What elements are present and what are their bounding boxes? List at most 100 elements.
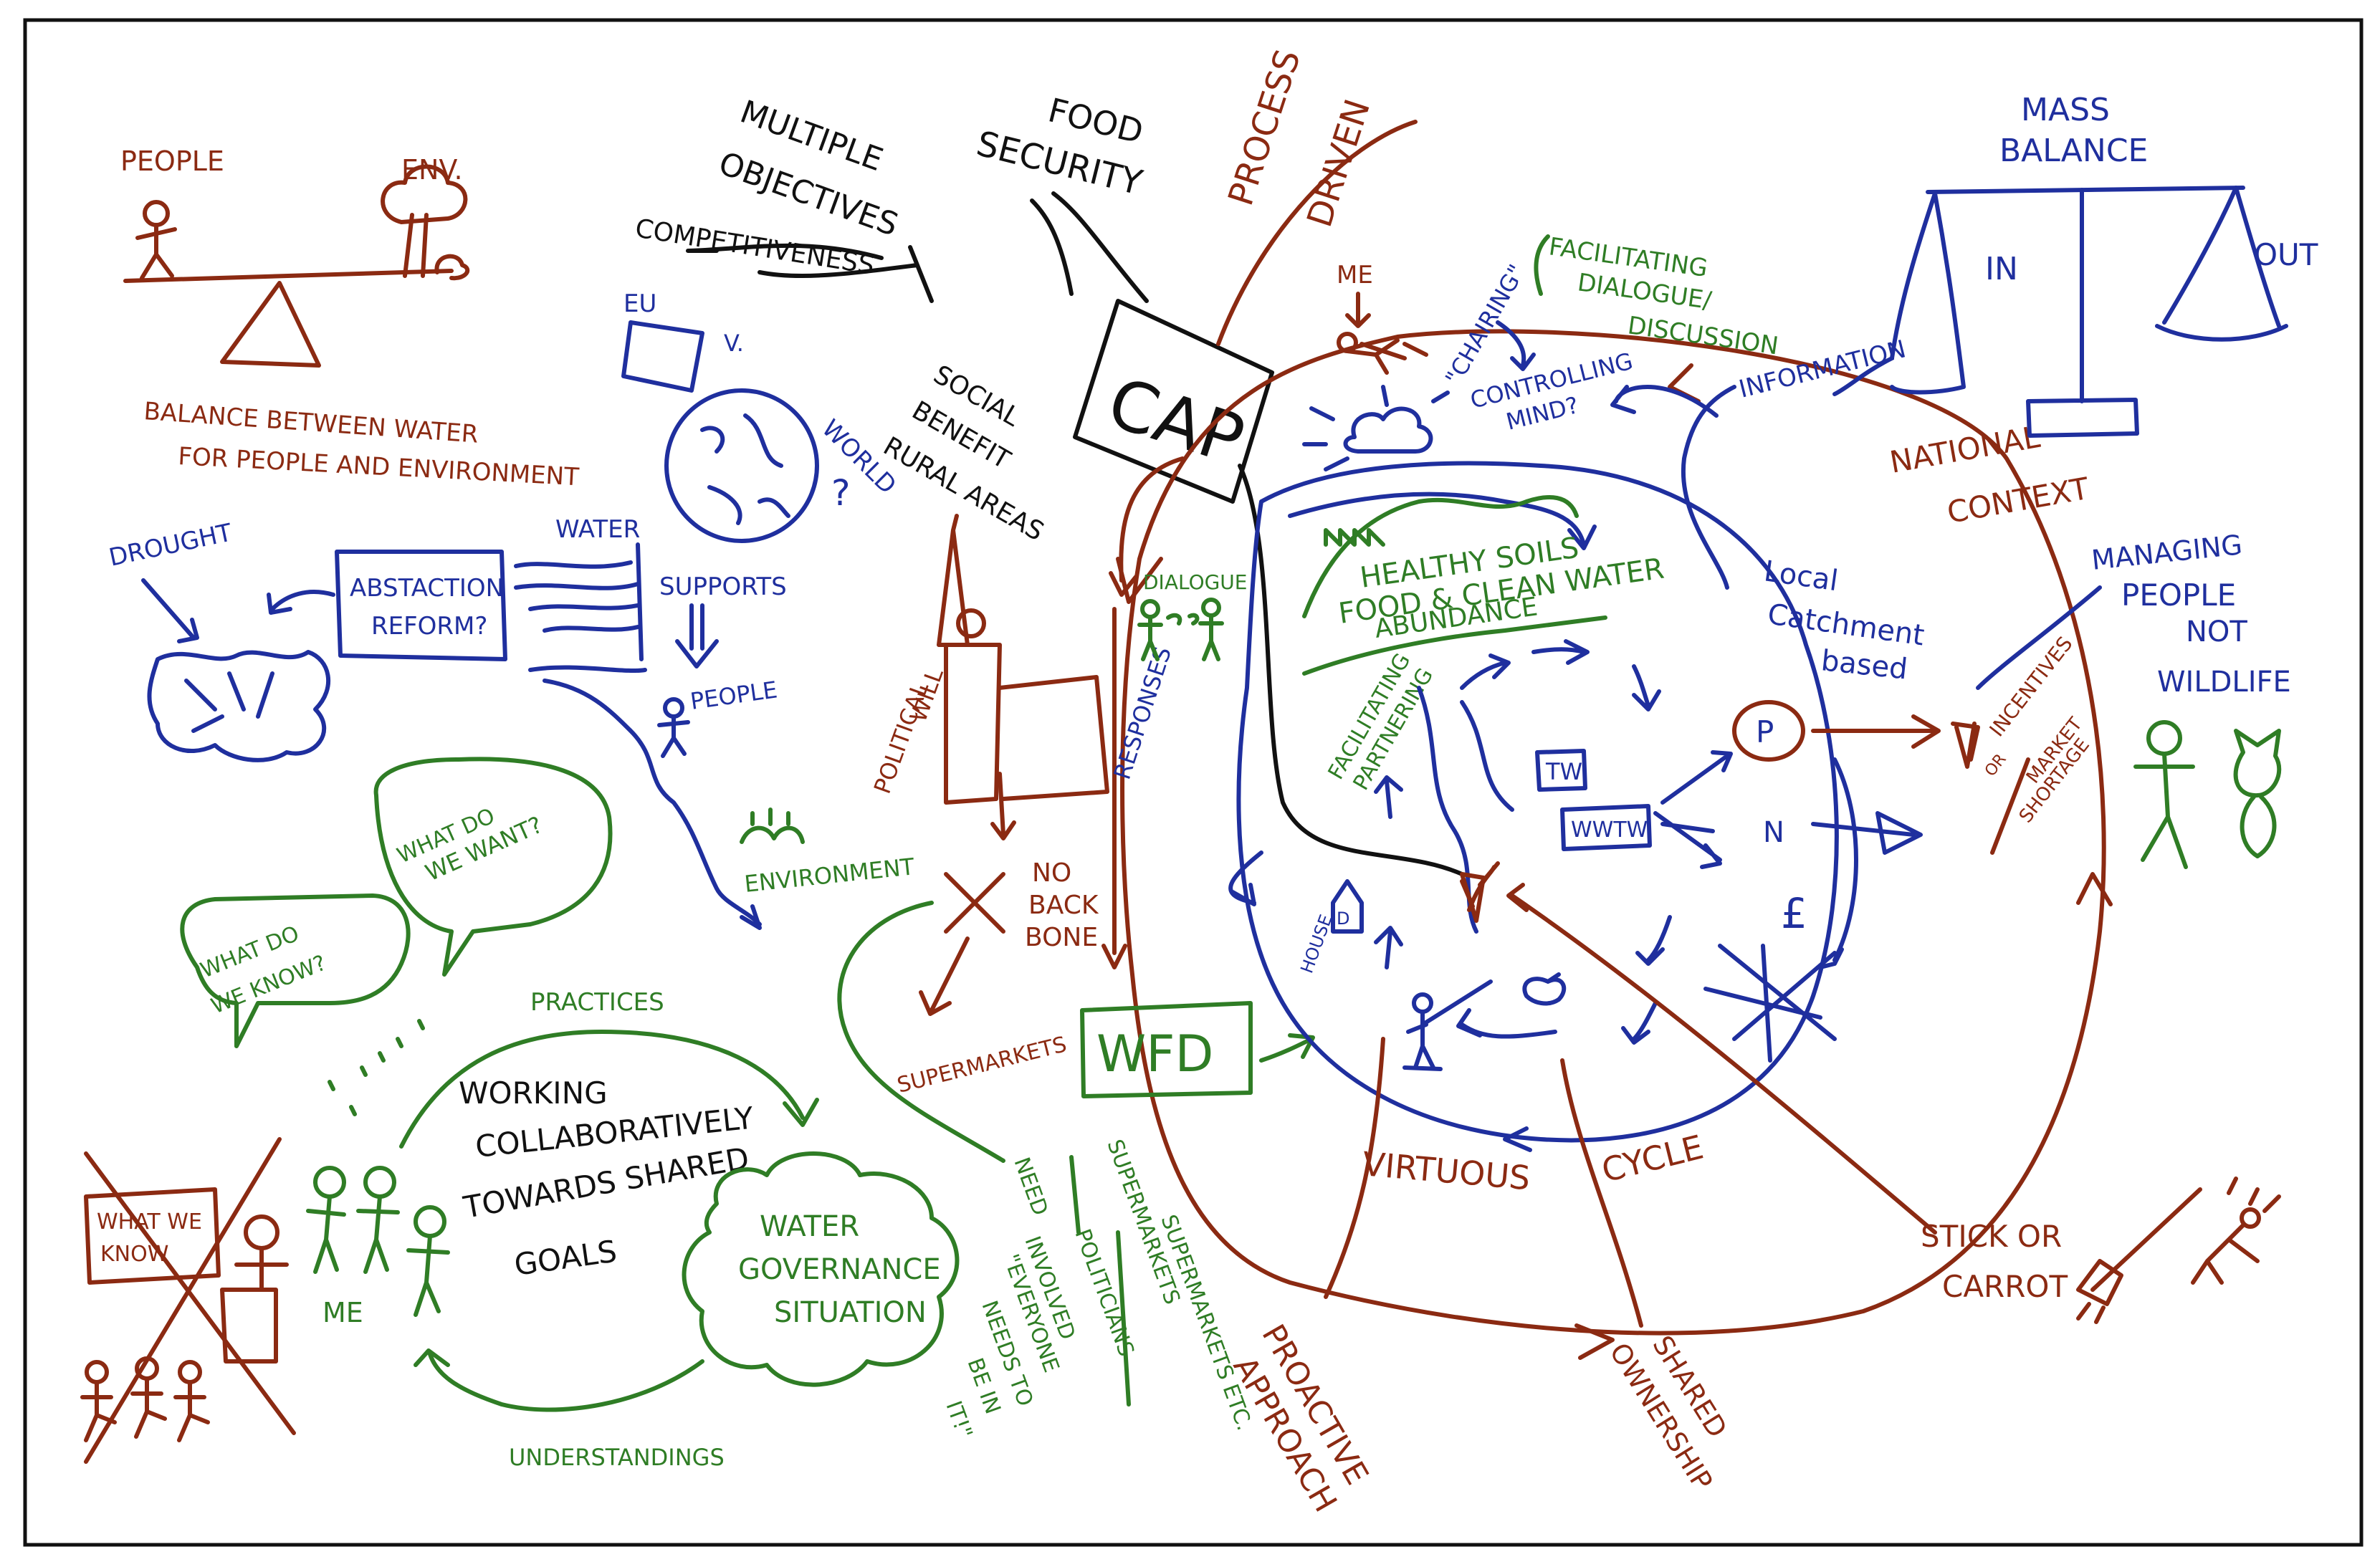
abstraction-2: REFORM?: [371, 612, 487, 641]
scale-stand: [2026, 188, 2139, 438]
no-backbone-1: NO: [1032, 858, 1071, 888]
cloud-water: WATER: [760, 1210, 859, 1243]
eu-world: EU V. WORLD ?: [621, 289, 902, 543]
practices-label: PRACTICES: [530, 988, 664, 1017]
process-driven-2: DRIVEN: [1299, 95, 1378, 232]
what-we-know-board: [84, 1187, 221, 1285]
balance-text-1: BALANCE BETWEEN WATER: [143, 397, 479, 449]
angler-person-body: [1402, 979, 1493, 1071]
tree-icon: [381, 164, 468, 278]
hatched-cross: [1703, 944, 1837, 1063]
clock-face-icon: [956, 608, 986, 638]
environment-label: ENVIRONMENT: [743, 853, 916, 898]
incentive-carrot-icon: [1951, 722, 1980, 769]
env-label: ENV.: [401, 154, 463, 186]
incentive-stick: [1990, 757, 2030, 855]
cap-response-arrow: [1109, 456, 1185, 597]
thought-cloud-icon: [1343, 406, 1433, 454]
need-divider: [1069, 1155, 1131, 1407]
local-catchment-2: Catchment: [1766, 598, 1926, 652]
dialogue-person-b-body: [1198, 614, 1224, 661]
working-4: GOALS: [512, 1233, 619, 1283]
managing-3: NOT: [2186, 615, 2247, 648]
local-catchment-3: based: [1820, 644, 1909, 686]
audience-c: [178, 1360, 202, 1384]
governance-cluster: WHAT DO WE KNOW? WHAT DO WE WANT? PRACTI…: [80, 757, 1257, 1471]
dialogue-person-a: [1140, 599, 1160, 619]
people-label: PEOPLE: [120, 145, 224, 177]
incentives-or-label: OR: [1982, 751, 2010, 780]
scale-right-pan: [2155, 186, 2288, 342]
supports-label: SUPPORTS: [659, 572, 787, 601]
chairing-arrow: [1496, 320, 1536, 371]
responses-arrow: [1228, 850, 1263, 906]
pound-flow: [1818, 757, 1858, 969]
pushed-person-icon: [2240, 1207, 2261, 1229]
me-chairing-label: ME: [1337, 261, 1373, 289]
information-flow: [1681, 385, 1736, 590]
supports-arrow: [675, 603, 719, 669]
pushed-person-body: [2191, 1177, 2281, 1285]
wwtw-label: WWTW: [1571, 818, 1648, 843]
speech-marks-icon: [1166, 613, 1200, 626]
drought-label: DROUGHT: [107, 518, 235, 572]
cloud-governance: GOVERNANCE: [738, 1253, 941, 1286]
healthy-soils-ground: [1302, 615, 1607, 676]
person-figure-small-body: [657, 714, 690, 758]
responses-down-line: [1101, 607, 1127, 969]
small-arrow-c: [1632, 664, 1661, 711]
managing-pointer: [1976, 585, 2102, 690]
dialogue-person-b: [1201, 598, 1221, 618]
water-waves-icon: [514, 560, 640, 633]
broom-stick-icon: [2076, 1187, 2202, 1324]
sheep-icon: [434, 254, 470, 281]
n-big-arrow: [1811, 811, 1923, 855]
drought-arrow: [141, 578, 199, 643]
balance-text-2: FOR PEOPLE AND ENVIRONMENT: [178, 442, 580, 492]
no-backbone-2: BACK: [1028, 891, 1099, 920]
supermarkets-arrow: [919, 936, 970, 1016]
mass-in-label: IN: [1985, 251, 2018, 287]
political-will-arrow: [990, 772, 1016, 840]
lecturer-icon: [244, 1214, 279, 1250]
globe-icon: [664, 388, 819, 543]
chairing-cluster: ME "CHAIRING" CONTROLLING MIND? FACILITA…: [1302, 232, 1908, 590]
pound-label: £: [1781, 889, 1807, 938]
practices-arrow: [399, 1030, 819, 1149]
crossed-out-lines: [84, 1137, 296, 1464]
virtuous-cycle-labels: VIRTUOUS CYCLE PROACTIVE APPROACH SHARED…: [1225, 883, 2281, 1518]
angler-person-icon: [1412, 992, 1433, 1014]
house-d-label: D: [1337, 909, 1349, 929]
proactive-connector: [1324, 1037, 1385, 1299]
managing-2: PEOPLE: [2121, 578, 2236, 613]
supermarkets-label: SUPERMARKETS: [894, 1032, 1069, 1098]
me-person-a: [313, 1166, 346, 1199]
outer-cycle-arrowhead-right: [2076, 872, 2113, 906]
seesaw-beam: [123, 269, 454, 283]
me-person-a-body: [306, 1194, 346, 1274]
incentives-arrow: [1811, 714, 1941, 749]
outer-cycle-loop: [1120, 329, 2106, 1336]
mass-balance: MASS BALANCE IN OUT: [1832, 92, 2318, 438]
me-person-b: [363, 1166, 396, 1199]
river-flow-line: [543, 679, 762, 930]
stick-carrot-arrow: [1506, 883, 1937, 1235]
partnering-arrow: [1374, 775, 1403, 819]
no-backbone-cross: [944, 872, 1005, 934]
lecturer-podium: [220, 1246, 289, 1364]
supermarkets-etc-label: SUPERMARKETS ETC.: [1155, 1212, 1257, 1434]
cap-box: [1073, 299, 1274, 504]
involved-5: IT!": [940, 1398, 977, 1442]
wwtw-box: [1560, 804, 1652, 851]
small-arrow-f: [1456, 1008, 1557, 1039]
inner-catchment-loop: [1236, 461, 1839, 1143]
water-people-label: PEOPLE: [689, 676, 779, 715]
cracked-earth-icon: [147, 650, 330, 762]
what-do-we-know-bubble: [180, 893, 411, 1048]
water-label: WATER: [555, 515, 640, 544]
nutrient-arrows: [1653, 750, 1733, 869]
local-catchment-1: Local: [1762, 555, 1840, 598]
what-we-know-2: KNOW: [100, 1242, 168, 1267]
catchment-cluster: HEALTHY SOILS FOOD & CLEAN WATER ABUNDAN…: [1228, 385, 1926, 1152]
